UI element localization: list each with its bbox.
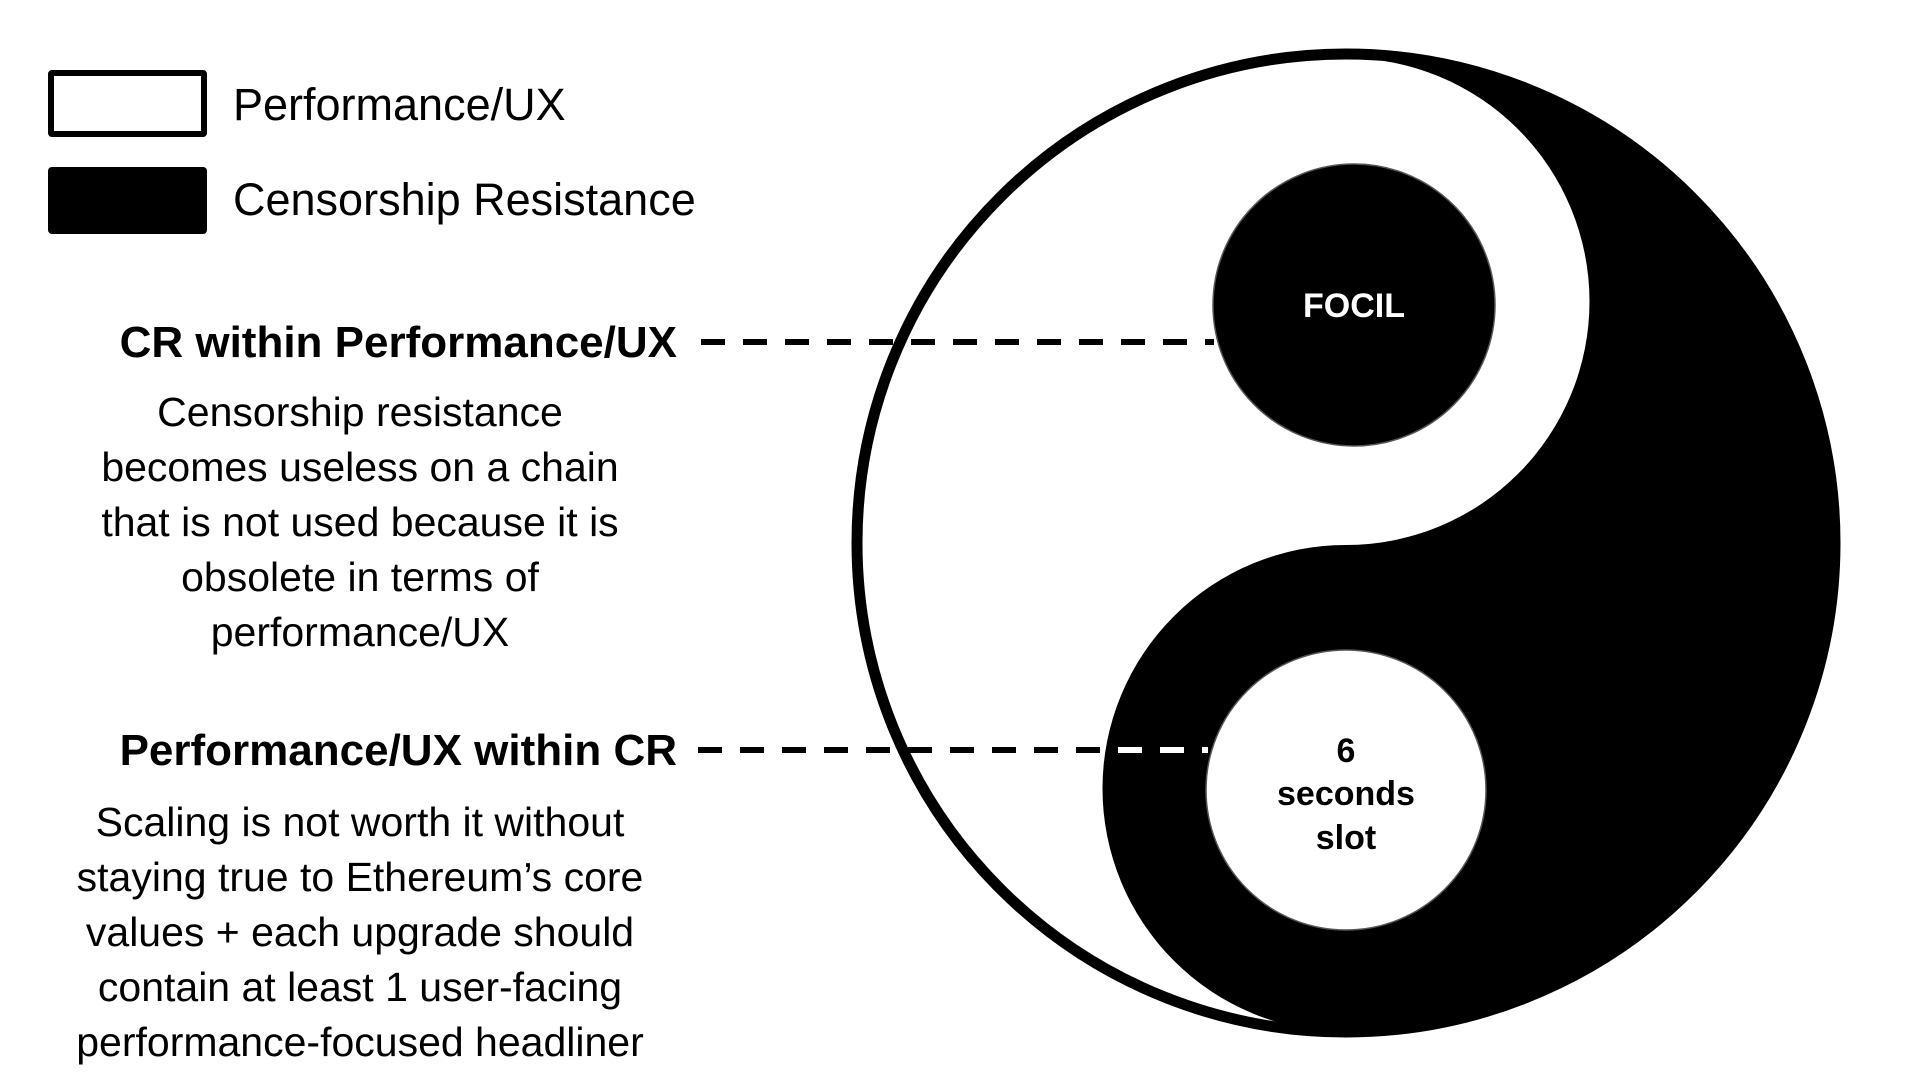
legend-swatch-censorship-resistance	[48, 167, 207, 234]
focil-dot	[1212, 163, 1496, 447]
slot-label-line-1: 6	[1337, 732, 1356, 770]
legend-label-performance-ux: Performance/UX	[233, 79, 566, 130]
description-line: Censorship resistance	[157, 389, 563, 435]
heading-performance-within-cr: Performance/UX within CR	[119, 726, 677, 775]
description-line: Scaling is not worth it without	[95, 799, 625, 845]
description-cr-within-performance: Censorship resistance becomes useless on…	[20, 385, 700, 660]
focil-label: FOCIL	[1303, 287, 1405, 325]
description-line: performance/UX	[210, 609, 510, 655]
description-performance-within-cr: Scaling is not worth it without staying …	[20, 795, 700, 1070]
description-line: that is not used because it is	[101, 499, 619, 545]
description-line: contain at least 1 user-facing	[97, 964, 623, 1010]
description-line: values + each upgrade should	[85, 909, 635, 955]
legend-swatch-performance-ux	[48, 70, 207, 137]
description-line: staying true to Ethereum’s core	[76, 854, 644, 900]
heading-cr-within-performance: CR within Performance/UX	[119, 318, 677, 367]
slot-label-line-2: seconds	[1277, 775, 1415, 813]
slot-dot	[1205, 649, 1487, 931]
description-line: obsolete in terms of	[181, 554, 539, 600]
legend-label-censorship-resistance: Censorship Resistance	[233, 174, 696, 225]
description-line: becomes useless on a chain	[101, 444, 619, 490]
description-line: performance-focused headliner	[76, 1019, 644, 1065]
outer-ring	[851, 48, 1841, 1038]
slot-label-line-3: slot	[1316, 819, 1376, 857]
